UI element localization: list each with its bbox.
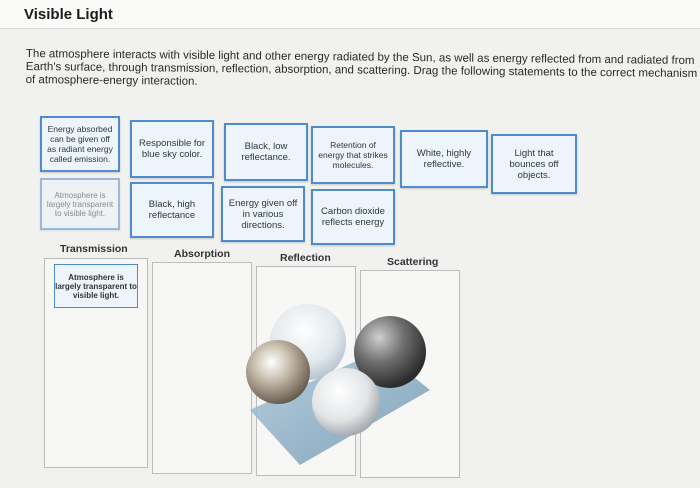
metal-sphere <box>246 340 310 404</box>
spheres-illustration <box>246 304 430 465</box>
page-title: Visible Light <box>24 6 113 23</box>
statement-text: Carbon dioxide reflects energy <box>321 206 385 228</box>
statement-card[interactable]: Energy given off in various directions. <box>221 186 305 242</box>
statement-card[interactable]: Retention of energy that strikes molecul… <box>311 126 395 184</box>
statement-text: Black, low reflectance. <box>241 141 291 163</box>
statement-card[interactable]: Black, high reflectance <box>130 182 214 238</box>
statement-card[interactable]: Black, low reflectance. <box>224 123 308 181</box>
statement-text: Responsible for blue sky color. <box>138 138 205 160</box>
statement-card[interactable]: White, highly reflective. <box>400 130 488 188</box>
statement-text: Energy given off in various directions. <box>228 197 298 231</box>
category-label-reflection: Reflection <box>280 252 331 264</box>
category-label-absorption: Absorption <box>174 248 230 260</box>
statement-card[interactable]: Carbon dioxide reflects energy <box>311 189 395 245</box>
statement-card[interactable]: Responsible for blue sky color. <box>130 120 214 178</box>
statement-text: Light that bounces off objects. <box>509 147 559 181</box>
placed-statement-card[interactable]: Atmosphere is largely transparent to vis… <box>54 264 138 308</box>
placed-statement-text: Atmosphere is largely transparent to vis… <box>55 272 137 300</box>
statement-text: White, highly reflective. <box>416 148 472 170</box>
statement-text: Black, high reflectance <box>148 199 196 221</box>
category-label-scattering: Scattering <box>387 256 439 268</box>
dark-sphere <box>354 316 426 388</box>
statement-card[interactable]: Energy absorbed can be given off as radi… <box>40 116 120 172</box>
statement-text: Energy absorbed can be given off as radi… <box>47 124 113 164</box>
statement-card[interactable]: Atmosphere is largely transparent to vis… <box>40 178 120 230</box>
statement-card[interactable]: Light that bounces off objects. <box>491 134 577 194</box>
statement-text: Atmosphere is largely transparent to vis… <box>46 190 114 218</box>
statement-text: Retention of energy that strikes molecul… <box>318 140 388 170</box>
title-bar: Visible Light <box>0 0 700 29</box>
category-label-transmission: Transmission <box>60 243 128 255</box>
instructions-text: The atmosphere interacts with visible li… <box>25 48 698 88</box>
white-sphere <box>312 368 380 436</box>
drop-zone-absorption[interactable] <box>152 262 252 474</box>
